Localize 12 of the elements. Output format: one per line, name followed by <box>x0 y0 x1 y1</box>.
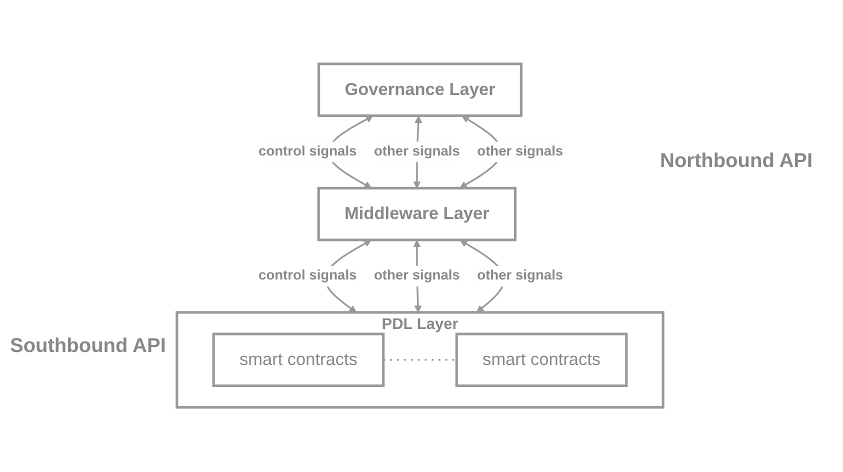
node-box: Middleware Layer <box>317 187 517 242</box>
edge-label: other signals <box>374 144 460 160</box>
edge-label: control signals <box>258 144 357 160</box>
api-label: Southbound API <box>10 335 166 358</box>
api-label: Northbound API <box>660 150 813 173</box>
edge-label: other signals <box>374 268 460 284</box>
node-box: Governance Layer <box>318 62 522 118</box>
edge-label: control signals <box>258 268 357 284</box>
node-box: smart contracts <box>212 333 385 388</box>
edge-label: other signals <box>477 144 564 160</box>
edge-label: other signals <box>477 268 564 284</box>
node-box: smart contracts <box>455 333 628 388</box>
